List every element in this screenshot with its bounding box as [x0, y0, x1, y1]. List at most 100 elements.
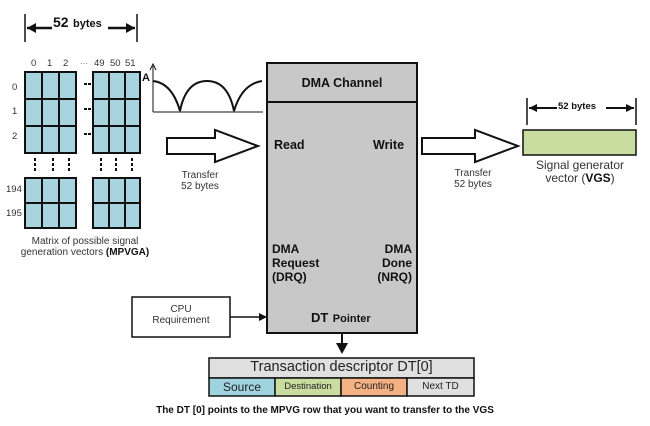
dma-request-line2: Request — [272, 256, 320, 270]
matrix-width-unit: bytes — [73, 18, 102, 30]
cpu-requirement-label: CPU Requirement — [132, 304, 230, 326]
row-label-0: 0 — [12, 82, 18, 93]
matrix-cell — [58, 71, 77, 100]
vgs-caption-line2: vector (VGS) — [510, 172, 650, 185]
rectified-waveform — [149, 62, 263, 113]
vgs-caption-prefix: vector ( — [545, 171, 586, 185]
dma-write-label: Write — [373, 138, 405, 152]
column-vertical-dots — [34, 158, 133, 171]
transfer-left-line2: 52 bytes — [181, 181, 219, 192]
dt-pointer-label: DT Pointer — [311, 309, 371, 327]
matrix-cell — [58, 125, 77, 154]
row-label-194: 194 — [6, 184, 22, 195]
col-label-1: 1 — [47, 58, 53, 69]
matrix-cell — [124, 98, 141, 127]
footer-caption: The DT [0] points to the MPVG row that y… — [156, 405, 494, 416]
matrix-cell — [108, 177, 126, 204]
col-label-ellipsis: ... — [80, 56, 88, 67]
matrix-cell — [92, 177, 110, 204]
matrix-caption-line2: generation vectors (MPVGA) — [0, 247, 170, 258]
descriptor-title: Transaction descriptor DT[0] — [250, 359, 433, 375]
col-label-2: 2 — [63, 58, 69, 69]
matrix-block-bottom-right — [92, 177, 141, 229]
matrix-width-number: 52 — [53, 14, 69, 30]
matrix-cell — [124, 71, 141, 100]
matrix-cell — [41, 202, 60, 229]
matrix-cell — [41, 71, 60, 100]
matrix-cell — [41, 98, 60, 127]
matrix-cell — [108, 71, 126, 100]
dt-pointer-dt: DT — [311, 310, 329, 325]
matrix-cells — [24, 71, 141, 229]
matrix-cell — [58, 202, 77, 229]
matrix-cell — [41, 125, 60, 154]
vgs-width-dimension — [526, 98, 637, 125]
transfer-arrow-left — [166, 128, 261, 164]
dt-pointer-word: Pointer — [332, 313, 371, 325]
vgs-caption-line1: Signal generator — [535, 158, 625, 172]
matrix-block-top-right — [92, 71, 141, 154]
vgs-width-label: 52 bytes — [558, 101, 597, 112]
matrix-caption-abbrev: (MPVGA) — [105, 247, 150, 258]
dma-done-line1: DMA — [384, 242, 412, 256]
transfer-right-line1: Transfer — [454, 168, 492, 179]
matrix-cell — [108, 202, 126, 229]
row-label-195: 195 — [6, 208, 22, 219]
matrix-caption: Matrix of possible signal generation vec… — [0, 236, 170, 258]
matrix-block-bottom-left — [24, 177, 77, 229]
matrix-cell — [24, 177, 43, 204]
dma-request-line3: (DRQ) — [272, 270, 307, 284]
matrix-cell — [24, 71, 43, 100]
matrix-cell — [124, 125, 141, 154]
matrix-cell — [24, 98, 43, 127]
matrix-cell — [58, 98, 77, 127]
matrix-cell — [108, 125, 126, 154]
vgs-caption-suffix: ) — [610, 171, 615, 185]
row-label-1: 1 — [12, 106, 18, 117]
waveform-axis-label: A — [142, 72, 150, 84]
cpu-line2: Requirement — [152, 315, 210, 326]
matrix-cell — [24, 125, 43, 154]
matrix-cell — [92, 98, 110, 127]
dma-read-label: Read — [274, 138, 305, 152]
col-label-51: 51 — [125, 58, 136, 69]
transfer-right-line2: 52 bytes — [454, 179, 492, 190]
col-label-0: 0 — [31, 58, 37, 69]
dma-channel-title: DMA Channel — [301, 76, 383, 90]
transaction-descriptor-box — [208, 357, 475, 397]
descriptor-field-source: Source — [222, 380, 262, 394]
row-label-2: 2 — [12, 131, 18, 142]
matrix-cell — [92, 202, 110, 229]
transfer-arrow-right — [421, 128, 521, 164]
row-ellipsis-dots — [84, 83, 91, 135]
cpu-line1: CPU — [170, 304, 192, 315]
dma-request-line1: DMA — [272, 242, 300, 256]
dma-request-label: DMA Request (DRQ) — [272, 242, 319, 284]
matrix-cell — [58, 177, 77, 204]
vgs-vector — [522, 129, 637, 156]
matrix-cell — [108, 98, 126, 127]
matrix-caption-line1: Matrix of possible signal — [31, 236, 139, 247]
transfer-left-label: Transfer 52 bytes — [175, 170, 225, 192]
matrix-width-label: 52 bytes — [53, 14, 102, 32]
vgs-caption-abbrev: VGS — [585, 171, 611, 185]
matrix-cell — [41, 177, 60, 204]
matrix-caption-text: generation vectors — [20, 247, 106, 258]
dt-pointer-arrow — [336, 333, 348, 354]
dma-done-line2: Done — [382, 256, 412, 270]
matrix-cell — [124, 177, 141, 204]
matrix-cell — [92, 71, 110, 100]
col-label-49: 49 — [94, 58, 105, 69]
dma-done-line3: (NRQ) — [377, 270, 412, 284]
matrix-cell — [124, 202, 141, 229]
vgs-caption: Signal generator vector (VGS) — [510, 159, 650, 185]
dma-channel-box — [266, 62, 418, 334]
descriptor-field-next-td: Next TD — [422, 381, 459, 392]
transfer-right-label: Transfer 52 bytes — [448, 168, 498, 190]
col-label-50: 50 — [110, 58, 121, 69]
matrix-cell — [92, 125, 110, 154]
descriptor-field-counting: Counting — [353, 381, 395, 392]
transfer-left-line1: Transfer — [181, 170, 219, 181]
descriptor-field-destination: Destination — [284, 381, 332, 392]
